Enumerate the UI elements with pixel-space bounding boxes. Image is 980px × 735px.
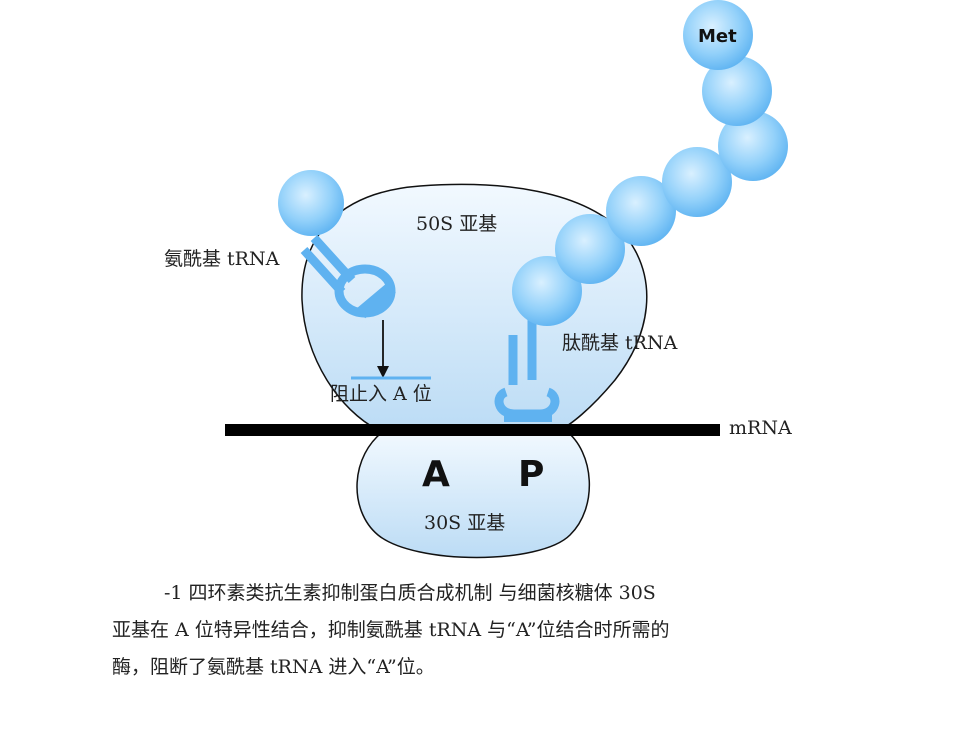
caption-line-1: -1 四环素类抗生素抑制蛋白质合成机制 与细菌核糖体 30S — [164, 582, 656, 604]
caption-line-3: 酶，阻断了氨酰基 tRNA 进入“A”位。 — [112, 656, 435, 678]
peptidyl-trna-label: 肽酰基 tRNA — [562, 332, 678, 354]
met-bead — [683, 0, 753, 70]
aminoacyl-trna — [278, 170, 396, 319]
chain-bead — [555, 214, 625, 284]
chain-bead — [662, 147, 732, 217]
caption-line-2: 亚基在 A 位特异性结合，抑制氨酰基 tRNA 与“A”位结合时所需的 — [112, 619, 670, 641]
met-label: Met — [698, 26, 737, 47]
p-site-label: P — [518, 454, 544, 495]
tetracycline-mechanism-diagram: mRNA A P 50S 亚基 30S 亚基 氨酰基 tRNA 阻止入 A 位 … — [164, 0, 792, 559]
small-subunit-label: 30S 亚基 — [424, 512, 505, 534]
aminoacyl-trna-label: 氨酰基 tRNA — [164, 248, 280, 270]
large-subunit-label: 50S 亚基 — [416, 213, 497, 235]
peptide-chain — [512, 0, 788, 326]
peptidyl-trna — [494, 320, 560, 422]
chain-bead — [606, 176, 676, 246]
block-label: 阻止入 A 位 — [330, 383, 432, 405]
block-arrow — [351, 320, 431, 380]
chain-bead — [512, 256, 582, 326]
amino-acid-bead — [278, 170, 344, 236]
chain-bead — [702, 56, 772, 126]
mrna-label: mRNA — [729, 417, 792, 439]
chain-bead — [718, 111, 788, 181]
mrna-strand — [225, 424, 720, 436]
small-subunit-30s — [356, 429, 590, 559]
a-site-label: A — [422, 454, 450, 495]
figure-caption: -1 四环素类抗生素抑制蛋白质合成机制 与细菌核糖体 30S 亚基在 A 位特异… — [112, 575, 892, 686]
